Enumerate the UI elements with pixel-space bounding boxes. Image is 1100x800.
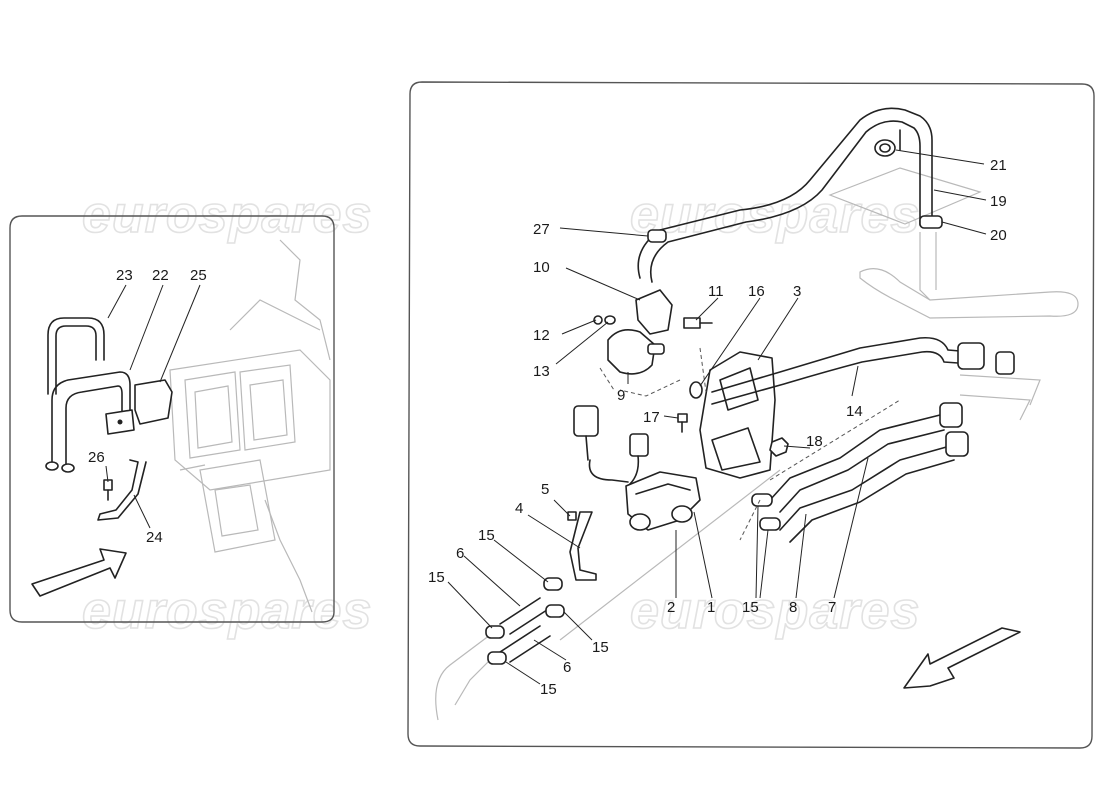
part-15-clamp bbox=[487, 651, 507, 665]
watermark-top-right: eurospares bbox=[630, 186, 920, 244]
callout-21: 21 bbox=[990, 157, 1007, 174]
part-14-hose bbox=[711, 336, 973, 393]
part-12-nut bbox=[593, 315, 603, 325]
callout-23: 23 bbox=[116, 267, 133, 284]
callout-12: 12 bbox=[533, 327, 550, 344]
part-15-clamp bbox=[751, 493, 773, 507]
watermark-top-left: eurospares bbox=[82, 186, 372, 244]
part-7-hose bbox=[779, 445, 951, 531]
callout-25: 25 bbox=[190, 267, 207, 284]
electrical-connector bbox=[588, 459, 629, 483]
callout-6: 6 bbox=[456, 545, 464, 562]
part-15-clamp bbox=[543, 577, 563, 591]
part-22-double-pipe bbox=[51, 371, 131, 463]
callout-8: 8 bbox=[789, 599, 797, 616]
connector-plug-small bbox=[629, 433, 649, 457]
part-20-clamp bbox=[919, 215, 943, 229]
callout-10: 10 bbox=[533, 259, 550, 276]
part-11-screw bbox=[683, 317, 713, 329]
part-6-hose-upper bbox=[499, 597, 551, 635]
direction-arrow-icon bbox=[903, 627, 1021, 689]
watermark-bottom-right: eurospares bbox=[630, 582, 920, 640]
part-21-clip bbox=[874, 139, 896, 157]
callout-18: 18 bbox=[806, 433, 823, 450]
callout-15: 15 bbox=[540, 681, 557, 698]
part-15-clamp bbox=[759, 517, 781, 531]
main-frame bbox=[407, 81, 1095, 749]
connector-plug bbox=[573, 405, 599, 437]
leader-lines bbox=[447, 149, 987, 685]
callout-14: 14 bbox=[846, 403, 863, 420]
part-23-u-tube bbox=[47, 317, 105, 395]
callout-13: 13 bbox=[533, 363, 550, 380]
part-16-grommet bbox=[689, 381, 703, 399]
part-9-valve bbox=[607, 329, 656, 375]
callout-15: 15 bbox=[742, 599, 759, 616]
callout-22: 22 bbox=[152, 267, 169, 284]
part-2-solenoid bbox=[629, 513, 651, 531]
callout-26: 26 bbox=[88, 449, 105, 466]
callout-6: 6 bbox=[563, 659, 571, 676]
watermark-bottom-left: eurospares bbox=[82, 582, 372, 640]
callout-9: 9 bbox=[617, 387, 625, 404]
part-24-bracket bbox=[97, 459, 147, 521]
part-4-bracket bbox=[569, 511, 597, 581]
part-15-clamp bbox=[485, 625, 505, 639]
callout-7: 7 bbox=[828, 599, 836, 616]
callout-4: 4 bbox=[515, 500, 523, 517]
callout-5: 5 bbox=[541, 481, 549, 498]
callout-2: 2 bbox=[667, 599, 675, 616]
part-17-bolt bbox=[677, 413, 688, 433]
watermark-group: eurospares eurospares eurospares eurospa… bbox=[81, 185, 920, 641]
callout-17: 17 bbox=[643, 409, 660, 426]
part-27-clamp bbox=[647, 229, 667, 243]
callout-16: 16 bbox=[748, 283, 765, 300]
callout-15: 15 bbox=[478, 527, 495, 544]
callout-11: 11 bbox=[708, 283, 724, 300]
callout-15: 15 bbox=[592, 639, 609, 656]
callout-19: 19 bbox=[990, 193, 1007, 210]
part-5-screw bbox=[567, 511, 577, 521]
part-6-hose-lower bbox=[499, 625, 551, 663]
callout-20: 20 bbox=[990, 227, 1007, 244]
part-25-bracket bbox=[134, 379, 173, 425]
part-15-clamp bbox=[545, 604, 565, 618]
callout-3: 3 bbox=[793, 283, 801, 300]
callout-1: 1 bbox=[707, 599, 715, 616]
callout-27: 27 bbox=[533, 221, 550, 238]
part-10-bracket bbox=[635, 289, 673, 335]
part-26-screw bbox=[103, 479, 113, 501]
callout-24: 24 bbox=[146, 529, 163, 546]
inset-panel: 23 22 25 26 24 bbox=[9, 215, 335, 623]
part-3-bracket-plate bbox=[699, 351, 776, 479]
part-18-nut bbox=[769, 437, 789, 457]
part-8-hose bbox=[769, 414, 941, 501]
main-background-assembly bbox=[435, 167, 1079, 721]
main-panel: 21 19 20 27 10 11 16 3 12 13 9 17 18 14 … bbox=[407, 81, 1095, 749]
callout-15: 15 bbox=[428, 569, 445, 586]
inset-frame bbox=[9, 215, 335, 623]
inset-background-assembly bbox=[169, 239, 331, 613]
direction-arrow-icon bbox=[31, 548, 127, 597]
